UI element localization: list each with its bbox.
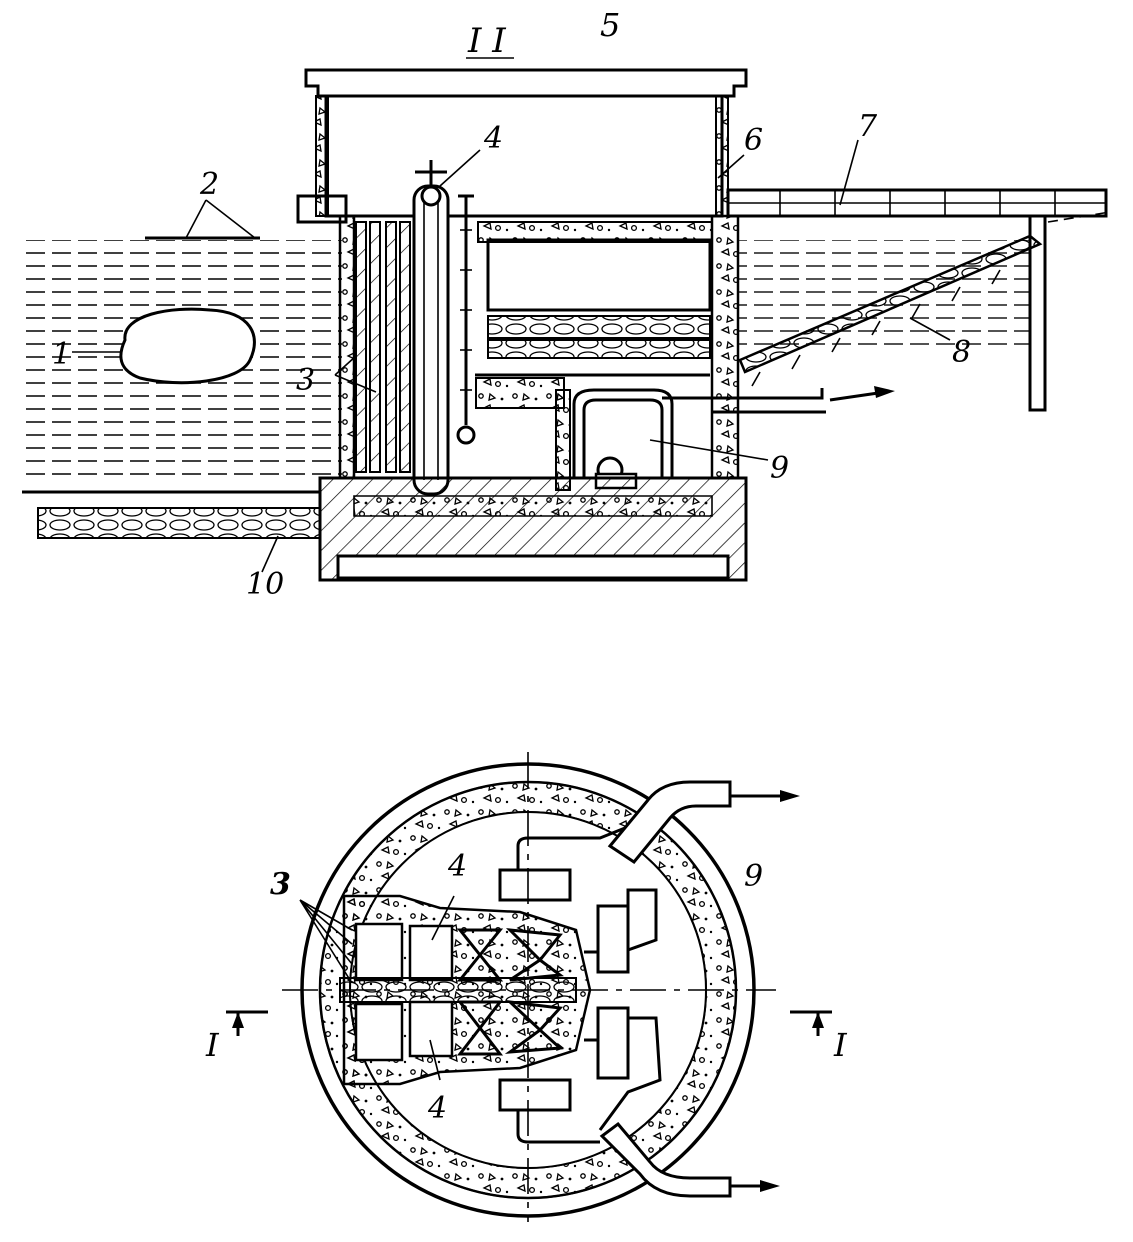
callout-5: 5 <box>600 6 620 44</box>
superstructure-room <box>324 94 724 218</box>
plan-view <box>226 752 832 1222</box>
superstructure-roof <box>304 68 748 98</box>
hoist <box>412 160 476 496</box>
pump <box>572 388 674 490</box>
callout-7: 7 <box>858 109 878 144</box>
section-mark-left: I <box>205 1026 220 1064</box>
filter-layer <box>487 315 711 339</box>
section-mark-right: I <box>833 1026 848 1064</box>
plan-callout-4-bottom: 4 <box>427 1091 447 1126</box>
discharge-pipe-bottom <box>599 1121 732 1198</box>
callout-4: 4 <box>483 121 503 156</box>
plan-callout-3: 3 <box>270 867 291 902</box>
callout-10: 10 <box>246 567 284 602</box>
shaft-wall-left <box>338 214 356 480</box>
callout-1: 1 <box>52 337 71 372</box>
plan-callout-9: 9 <box>744 859 763 894</box>
plan-pumps <box>498 824 662 1144</box>
chamber <box>486 238 712 312</box>
callout-9: 9 <box>770 451 789 486</box>
callout-2: 2 <box>199 167 219 202</box>
shaft-wall-right <box>710 214 740 480</box>
discharge-pipe-top <box>607 780 732 865</box>
section-title: I I <box>467 21 506 61</box>
section-view <box>22 68 1111 582</box>
screens <box>355 221 411 473</box>
callout-8: 8 <box>952 335 971 370</box>
leader-lines <box>72 139 951 573</box>
river-bed-stones <box>37 507 321 539</box>
callout-6: 6 <box>744 123 763 158</box>
plan-callout-4-top: 4 <box>447 849 467 884</box>
floating-debris <box>119 307 256 385</box>
callout-3: 3 <box>296 363 315 398</box>
